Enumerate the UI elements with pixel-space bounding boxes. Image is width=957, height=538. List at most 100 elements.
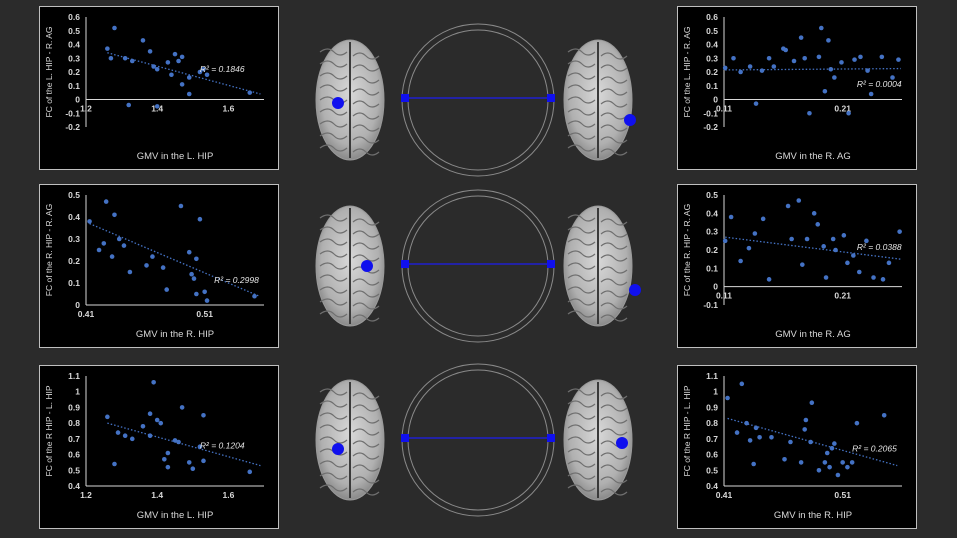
data-point [165,464,171,470]
data-point [802,55,807,61]
data-point [201,66,206,72]
data-point [154,104,160,109]
data-point [845,260,850,266]
data-point [856,269,862,275]
r-squared-label: R² = 0.2065 [852,443,897,453]
data-point [728,214,734,220]
gyrus-fold [600,230,628,238]
data-point [191,276,197,281]
y-tick-label: 0.6 [706,450,718,460]
data-point [811,211,817,216]
data-point [823,275,829,280]
x-axis-title: GMV in the R. AG [775,151,851,162]
data-point [753,425,759,431]
data-point [116,236,122,242]
data-point [824,450,830,456]
data-point [150,254,155,259]
gyrus-fold [600,218,628,226]
data-point [158,420,164,426]
data-point [164,287,169,292]
y-tick-label: 0.9 [68,402,80,412]
gyrus-fold [600,302,628,310]
gyrus-fold [319,436,348,444]
gyrus-fold [600,124,628,132]
roi-node [624,114,636,126]
y-tick-label: 0.1 [68,81,80,91]
brain-diagram [315,23,636,177]
gyrus-fold [600,242,628,250]
gyrus-fold [567,274,596,282]
data-point [734,430,740,435]
data-point [197,216,203,222]
brain-axial-slice [315,205,385,327]
data-point [760,216,766,222]
gyrus-fold [567,262,596,270]
gyrus-fold [600,52,628,60]
data-point [147,49,153,54]
x-tick-label: 0.41 [78,309,95,319]
gyrus-fold [319,144,348,152]
data-point [189,271,194,277]
gyrus-fold [600,76,628,84]
y-tick-label: -0.1 [65,108,80,118]
gyrus-fold [319,84,348,92]
y-tick-label: -0.1 [703,108,718,118]
y-tick-label: 0.1 [706,81,718,91]
gyrus-fold [319,72,348,80]
gyrus-fold [352,452,380,460]
data-point [783,47,789,53]
data-point [202,289,207,295]
data-point [868,91,874,97]
connectome-ring-outer [401,189,555,343]
gyrus-fold [600,278,628,286]
data-point [179,82,185,87]
y-tick-label: 0.2 [706,67,718,77]
data-point [897,229,902,234]
data-point [800,262,805,267]
gyrus-fold [600,452,628,460]
data-point [747,438,753,443]
data-point [129,58,135,64]
brain-connectivity-row-1 [308,18,653,183]
data-point [826,38,831,43]
data-point [841,233,847,238]
x-axis-title: GMV in the L. HIP [137,151,214,162]
gyrus-fold [352,230,380,238]
gyrus-fold [600,290,628,298]
ring-node [401,434,409,442]
gyrus-fold [567,60,596,68]
gyrus-fold [319,60,348,68]
trendline [89,223,260,297]
data-point [864,238,869,244]
y-tick-label: 0 [713,95,718,105]
y-tick-label: 0.4 [706,208,718,218]
gyrus-fold [352,242,380,250]
data-point [147,411,153,417]
data-point [757,434,762,440]
y-tick-label: 0 [713,282,718,292]
data-point [165,60,171,65]
data-point [108,55,114,61]
data-point [165,450,171,456]
data-point [832,75,837,80]
brain-axial-slice [315,379,385,501]
data-point [782,456,787,462]
y-tick-label: 0.6 [706,12,718,22]
gyrus-fold [352,124,380,132]
data-point [839,60,844,65]
data-point [731,55,736,61]
y-tick-label: 0.6 [68,12,80,22]
y-tick-label: 0.4 [68,40,80,50]
gyrus-fold [319,310,348,318]
data-point [822,460,828,465]
data-point [752,231,758,236]
gyrus-fold [352,254,380,262]
data-point [809,400,815,406]
x-tick-label: 1.2 [80,104,92,114]
data-point [722,65,728,71]
gyrus-fold [567,214,596,222]
trendline [725,236,901,260]
